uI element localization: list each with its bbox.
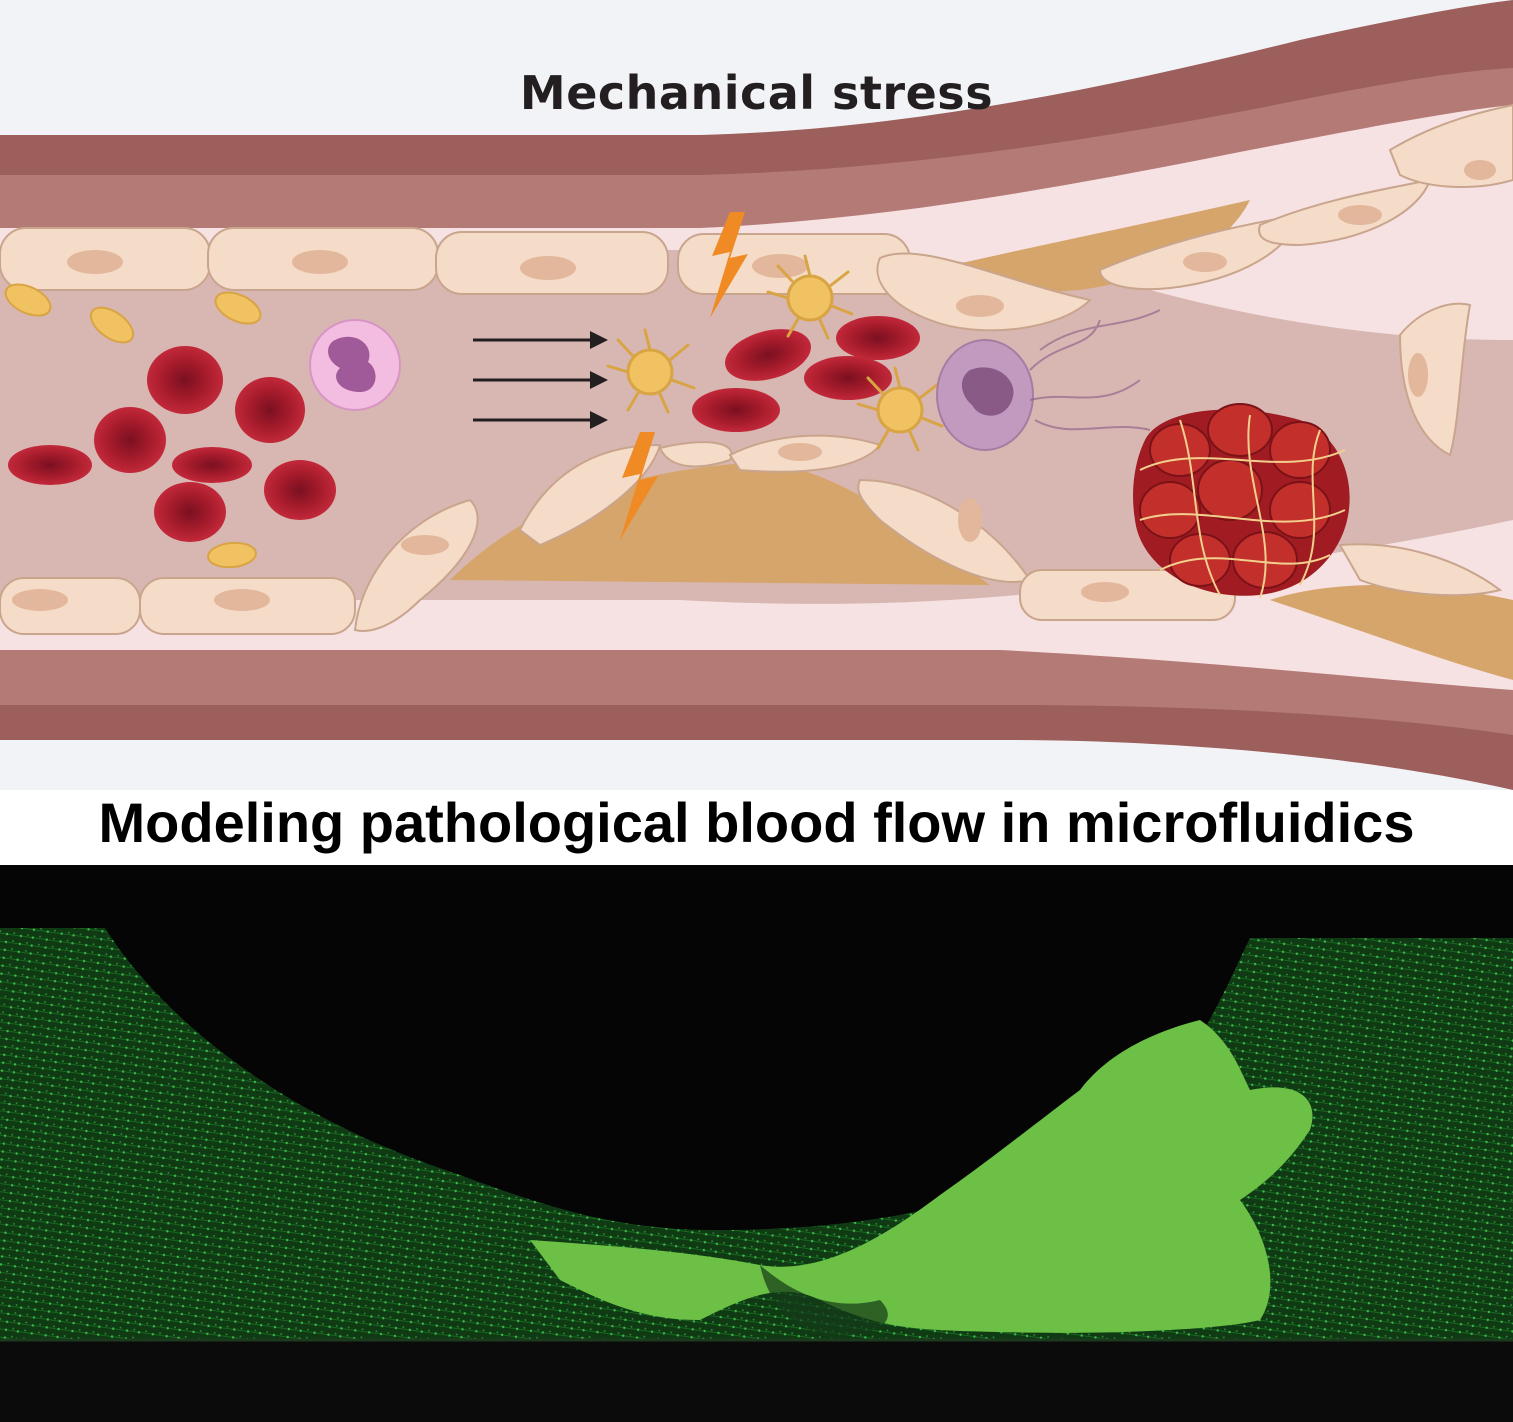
flow-arrow-head xyxy=(590,411,608,429)
red-blood-cell-icon xyxy=(154,482,226,542)
platelets-resting xyxy=(4,283,262,569)
red-blood-cell-icon xyxy=(235,377,305,443)
flow-arrows xyxy=(473,331,608,429)
plaque-bottom xyxy=(450,462,990,585)
monocyte-nucleus xyxy=(961,367,1014,416)
endothelial-cell xyxy=(1338,543,1503,597)
red-blood-cell-icon xyxy=(725,329,811,381)
endothelial-nucleus xyxy=(520,256,576,280)
mechanical-stress-title: Mechanical stress xyxy=(519,66,994,120)
platelet-icon xyxy=(4,283,52,317)
red-blood-cell-icon xyxy=(804,356,892,400)
activated-platelet-icon xyxy=(606,328,696,414)
lightning-bolt-icon xyxy=(710,212,748,318)
endothelial-cell xyxy=(1398,302,1472,457)
platelet-icon xyxy=(89,306,135,344)
flow-arrow-head xyxy=(590,371,608,389)
red-blood-cell-icon xyxy=(147,346,223,414)
endothelial-nucleus xyxy=(956,295,1004,317)
platelet-icon xyxy=(207,541,257,569)
fibrin-strands xyxy=(1139,414,1346,599)
endothelial-cell xyxy=(518,443,662,547)
neutrophil-nucleus xyxy=(328,336,376,392)
endothelial-nucleus xyxy=(1081,582,1129,602)
endothelial-nucleus xyxy=(12,589,68,611)
monocyte-icon xyxy=(936,309,1161,451)
channel-floor xyxy=(0,1340,1513,1422)
thrombus-gap xyxy=(760,1265,888,1335)
endothelial-nucleus xyxy=(778,443,822,461)
endothelial-cells-top xyxy=(0,103,1513,457)
endothelial-nucleus xyxy=(958,498,982,542)
red-blood-cell-icon xyxy=(836,316,920,360)
fluorescence-micrograph xyxy=(0,865,1513,1422)
endothelial-cell xyxy=(658,441,733,468)
endothelial-cell xyxy=(876,252,1092,332)
endothelial-nucleus xyxy=(1338,205,1382,225)
thrombus-fluorescence xyxy=(530,1020,1313,1333)
platelet-icon xyxy=(214,291,262,325)
vessel-illustration xyxy=(0,0,1513,790)
activated-platelet-icon xyxy=(856,366,944,452)
endothelial-cell xyxy=(857,478,1032,583)
net-strands xyxy=(1029,309,1161,431)
plaque-bottom-right xyxy=(1270,585,1513,680)
neutrophil-icon xyxy=(309,319,401,411)
lightning-bolt-icon xyxy=(620,432,658,540)
activated-platelets xyxy=(606,254,944,452)
activated-platelet-icon xyxy=(766,254,854,340)
red-blood-cell-icon xyxy=(264,460,336,520)
endothelial-cells-bottom xyxy=(0,434,1503,635)
red-blood-cell-icon xyxy=(692,388,780,432)
red-blood-cells xyxy=(8,316,920,542)
red-blood-cell-icon xyxy=(8,445,92,485)
plaque-top-right xyxy=(940,200,1250,292)
endothelial-cell xyxy=(1098,213,1302,291)
flow-arrow-head xyxy=(590,331,608,349)
red-blood-cell-icon xyxy=(172,447,252,483)
microfluidics-title: Modeling pathological blood flow in micr… xyxy=(98,791,1415,854)
endothelial-nucleus xyxy=(292,250,348,274)
endothelial-nucleus xyxy=(214,589,270,611)
thrombus-icon xyxy=(1133,403,1350,599)
endothelial-cell xyxy=(353,498,479,632)
endothelial-nucleus xyxy=(1408,353,1428,397)
endothelial-nucleus xyxy=(401,535,449,555)
endothelial-nucleus xyxy=(1183,252,1227,272)
endothelial-nucleus xyxy=(67,250,123,274)
endothelial-nucleus xyxy=(1464,160,1496,180)
thrombus-red-cells xyxy=(1139,403,1331,589)
red-blood-cell-icon xyxy=(94,407,166,473)
